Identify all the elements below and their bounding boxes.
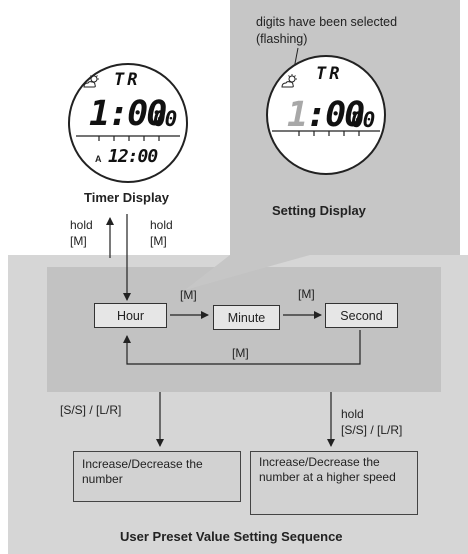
fast-hold-label: hold <box>341 407 364 421</box>
setting-time-rest: :00 <box>306 95 365 135</box>
setting-watch-face <box>266 55 386 175</box>
hold-left-label: hold <box>70 218 93 232</box>
fast-key-label: [S/S] / [L/R] <box>341 423 403 437</box>
hold-right-label: hold <box>150 218 173 232</box>
setting-watch-divider <box>272 130 380 136</box>
increase-key-label: [S/S] / [L/R] <box>60 403 122 417</box>
timer-mode-label: TR <box>114 70 141 90</box>
setting-display-caption: Setting Display <box>272 203 366 218</box>
timer-main-time: 1:00 <box>89 94 167 134</box>
minute-to-second-label: [M] <box>298 287 315 301</box>
second-to-hour-label: [M] <box>232 346 249 360</box>
sequence-title: User Preset Value Setting Sequence <box>120 529 343 544</box>
hour-to-minute-label: [M] <box>180 288 197 302</box>
setting-flashing-digit: 1 <box>287 95 309 135</box>
action-increase: Increase/Decrease the number <box>73 451 241 502</box>
timer-seconds: 00 <box>153 107 177 131</box>
weather-icon <box>83 74 99 88</box>
hold-right-key: [M] <box>150 234 167 248</box>
setting-seconds: 00 <box>351 108 375 132</box>
alarm-marker: A <box>95 154 102 164</box>
state-second: Second <box>325 303 398 328</box>
hold-left-key: [M] <box>70 234 87 248</box>
state-hour: Hour <box>94 303 167 328</box>
action-increase-fast: Increase/Decrease the number at a higher… <box>250 451 418 515</box>
setting-mode-label: TR <box>316 64 343 84</box>
timer-clock-time: 12:00 <box>108 146 158 167</box>
weather-icon <box>281 74 297 88</box>
timer-watch-divider <box>76 135 180 141</box>
callout-note: digits have been selected (flashing) <box>256 15 398 46</box>
timer-display-caption: Timer Display <box>84 190 170 205</box>
state-minute: Minute <box>213 305 280 330</box>
